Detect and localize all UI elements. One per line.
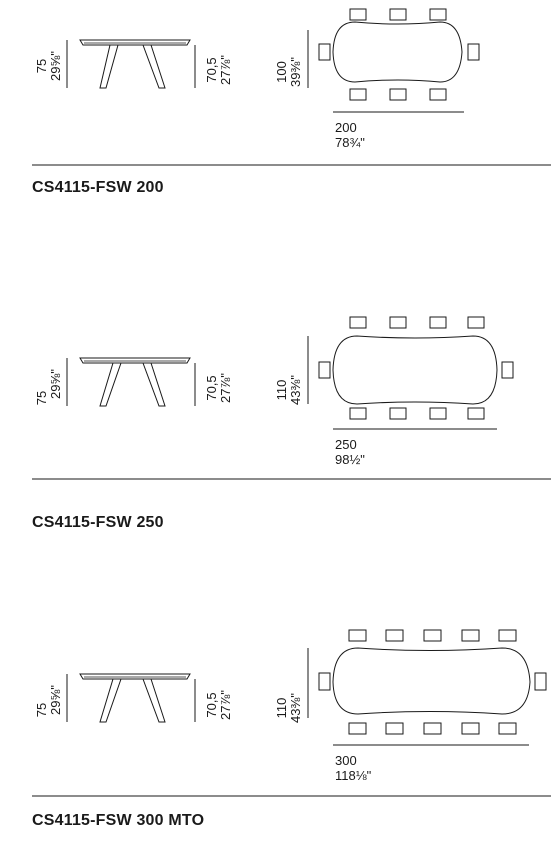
clearance-in-label: 27⅞" (218, 373, 233, 403)
tabletop-outline (332, 647, 531, 715)
chair-end-right (534, 672, 547, 691)
chair-top (385, 629, 404, 642)
height-cm-label: 75 (34, 703, 49, 717)
chair-end-right (467, 43, 480, 61)
chair-bottom (389, 88, 407, 101)
tabletop (79, 357, 191, 364)
tabletop (79, 39, 191, 46)
length-in-label: 118⅛" (335, 768, 372, 783)
chair-end-right (501, 361, 514, 379)
table-leg-left (99, 678, 122, 723)
chair-bottom (349, 88, 367, 101)
chair-top (429, 316, 447, 329)
height-cm-label: 75 (34, 391, 49, 405)
chair-end-left (318, 43, 331, 61)
chair-bottom (423, 722, 442, 735)
chair-bottom (498, 722, 517, 735)
chair-top (467, 316, 485, 329)
clearance-cm-label: 70,5 (204, 692, 219, 717)
product-3-code: CS4115-FSW 300 MTO (32, 812, 205, 829)
length-in-label: 98½" (335, 452, 365, 467)
tabletop-outline (332, 21, 463, 83)
product-1-side-view: 75 29⅝" 70,5 27⅞" (34, 39, 233, 89)
chair-end-left (318, 672, 331, 691)
product-1-code: CS4115-FSW 200 (32, 179, 164, 196)
height-cm-label: 75 (34, 59, 49, 73)
product-1-top-view: 100 39⅜" 200 78¾" (274, 8, 480, 150)
chair-top (429, 8, 447, 21)
chair-top (348, 629, 367, 642)
length-in-label: 78¾" (335, 135, 365, 150)
chair-top (389, 8, 407, 21)
table-leg-right (142, 678, 166, 723)
tabletop-outline (332, 335, 498, 405)
table-leg-left (99, 44, 119, 89)
chair-bottom (429, 88, 447, 101)
clearance-cm-label: 70,5 (204, 375, 219, 400)
chair-bottom (429, 407, 447, 420)
width-in-label: 43⅜" (288, 693, 303, 723)
chair-bottom (349, 407, 367, 420)
chair-bottom (389, 407, 407, 420)
product-3-top-view: 110 43⅜" 300 118⅛" (274, 629, 547, 783)
product-2-code: CS4115-FSW 250 (32, 514, 164, 531)
width-in-label: 39⅜" (288, 57, 303, 87)
table-leg-right (142, 362, 166, 407)
chair-top (349, 316, 367, 329)
height-in-label: 29⅝" (48, 685, 63, 715)
chair-top (498, 629, 517, 642)
width-cm-label: 110 (274, 380, 289, 401)
chair-top (389, 316, 407, 329)
chair-top (349, 8, 367, 21)
product-2-top-view: 110 43⅜" 250 98½" (274, 316, 514, 467)
clearance-in-label: 27⅞" (218, 690, 233, 720)
table-leg-left (99, 362, 122, 407)
chair-bottom (348, 722, 367, 735)
width-cm-label: 100 (274, 61, 289, 83)
chair-bottom (385, 722, 404, 735)
chair-end-left (318, 361, 331, 379)
height-in-label: 29⅝" (48, 369, 63, 399)
width-cm-label: 110 (274, 698, 289, 719)
length-cm-label: 300 (335, 753, 357, 768)
chair-bottom (467, 407, 485, 420)
clearance-cm-label: 70,5 (204, 57, 219, 82)
clearance-in-label: 27⅞" (218, 55, 233, 85)
chair-top (423, 629, 442, 642)
chair-top (461, 629, 480, 642)
table-leg-right (142, 44, 166, 89)
product-3-side-view: 75 29⅝" 70,5 27⅞" (34, 673, 233, 723)
height-in-label: 29⅝" (48, 51, 63, 81)
product-2-side-view: 75 29⅝" 70,5 27⅞" (34, 357, 233, 407)
width-in-label: 43⅜" (288, 375, 303, 405)
chair-bottom (461, 722, 480, 735)
length-cm-label: 200 (335, 120, 357, 135)
length-cm-label: 250 (335, 437, 357, 452)
tabletop (79, 673, 191, 680)
